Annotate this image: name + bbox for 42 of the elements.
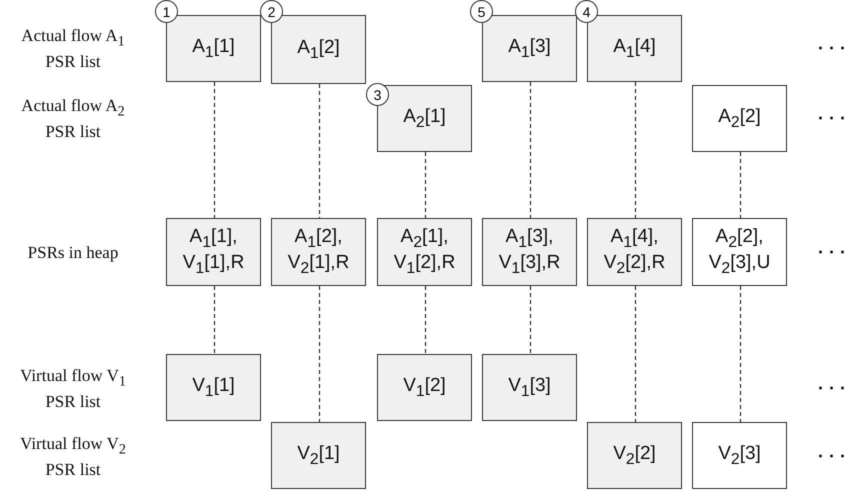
- dashed-connector: [424, 286, 426, 354]
- psr-box: A$_{2}$[1], V$_{1}$[2],R: [377, 218, 472, 286]
- psr-box: A$_{1}$[2]: [271, 15, 366, 84]
- ellipsis: · · ·: [818, 108, 846, 128]
- ellipsis: · · ·: [818, 38, 846, 58]
- row-label: Actual flow A$_{1}$ PSR list: [20, 24, 126, 72]
- ellipsis: · · ·: [818, 378, 846, 398]
- step-number-circle: 5: [470, 0, 493, 23]
- step-number-circle: 4: [575, 0, 598, 23]
- psr-box: A$_{1}$[4]: [587, 15, 682, 82]
- psr-box: V$_{1}$[1]: [166, 354, 261, 421]
- psr-box: A$_{1}$[3], V$_{1}$[3],R: [482, 218, 577, 286]
- dashed-connector: [634, 82, 636, 218]
- dashed-connector: [740, 286, 742, 422]
- step-number-circle: 2: [260, 0, 283, 23]
- dashed-connector: [634, 286, 636, 422]
- psr-box: V$_{2}$[2]: [587, 422, 682, 489]
- psr-box: A$_{2}$[2], V$_{2}$[3],U: [692, 218, 787, 286]
- step-number-circle: 1: [155, 0, 178, 23]
- step-number-circle: 3: [366, 83, 389, 106]
- ellipsis: · · ·: [818, 242, 846, 262]
- row-label: Actual flow A$_{2}$ PSR list: [20, 94, 126, 142]
- row-label: Virtual flow V$_{1}$ PSR list: [19, 364, 127, 412]
- ellipsis: · · ·: [818, 446, 846, 466]
- psr-box: V$_{2}$[1]: [271, 422, 366, 489]
- dashed-connector: [424, 152, 426, 218]
- psr-box: A$_{1}$[4], V$_{2}$[2],R: [587, 218, 682, 286]
- psr-box: A$_{2}$[2]: [692, 85, 787, 152]
- dashed-connector: [214, 286, 216, 354]
- dashed-connector: [530, 82, 532, 218]
- dashed-connector: [318, 286, 320, 422]
- psr-box: V$_{1}$[3]: [482, 354, 577, 421]
- psr-box: V$_{1}$[2]: [377, 354, 472, 421]
- psr-box: A$_{1}$[1], V$_{1}$[1],R: [166, 218, 261, 286]
- dashed-connector: [318, 84, 320, 218]
- psr-box: V$_{2}$[3]: [692, 422, 787, 489]
- dashed-connector: [214, 82, 216, 218]
- row-label: PSRs in heap: [26, 242, 120, 263]
- dashed-connector: [530, 286, 532, 354]
- psr-box: A$_{1}$[2], V$_{2}$[1],R: [271, 218, 366, 286]
- dashed-connector: [740, 152, 742, 218]
- row-label: Virtual flow V$_{2}$ PSR list: [19, 432, 127, 480]
